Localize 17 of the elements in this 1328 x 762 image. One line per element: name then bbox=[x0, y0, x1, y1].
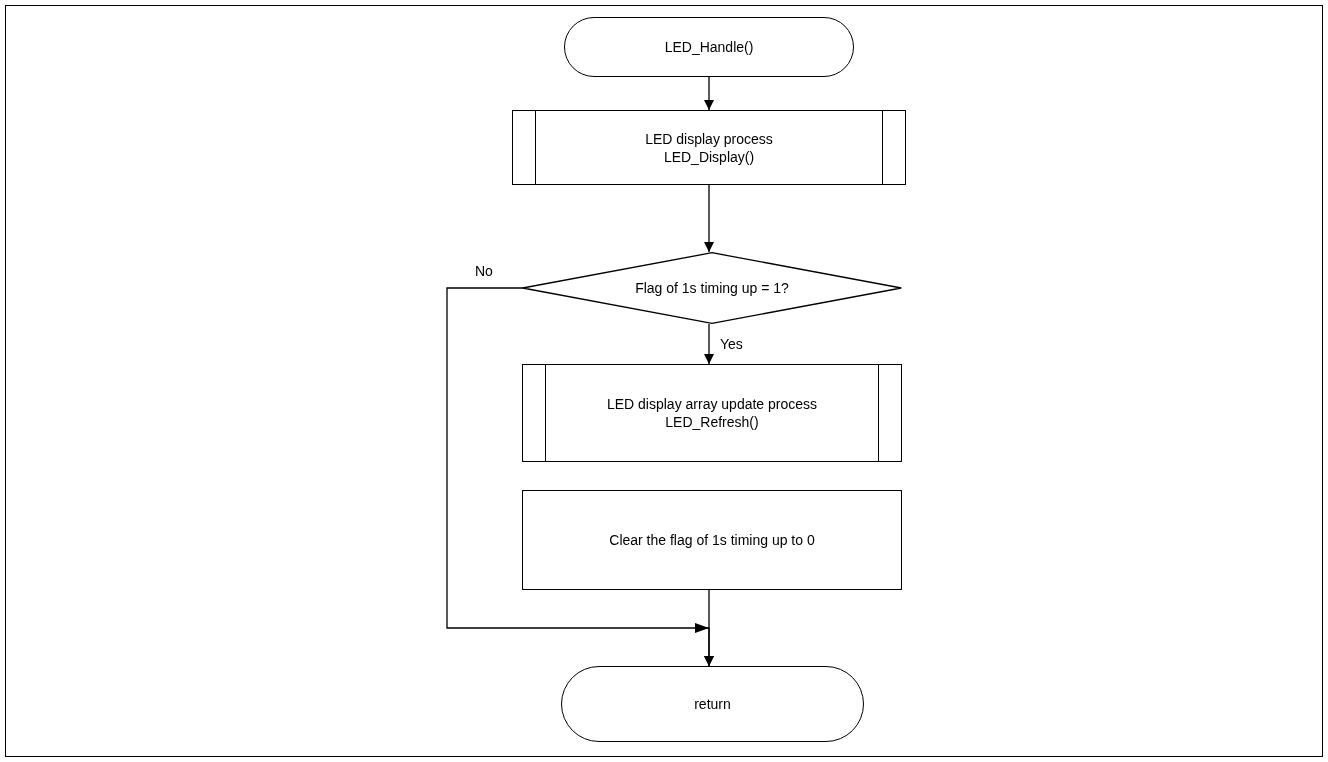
node-text: Clear the flag of 1s timing up to 0 bbox=[609, 531, 815, 549]
node-text: LED display process LED_Display() bbox=[644, 129, 774, 166]
decision-diamond bbox=[522, 252, 902, 324]
node-text: Flag of 1s timing up = 1? bbox=[635, 279, 789, 297]
arrow bbox=[704, 323, 714, 365]
process-box bbox=[522, 490, 902, 590]
terminal-box bbox=[564, 17, 854, 77]
edge-label: Yes bbox=[719, 337, 744, 351]
subprocess-box bbox=[522, 364, 902, 462]
arrow bbox=[704, 76, 714, 111]
node-text: return bbox=[694, 695, 731, 713]
subprocess-box bbox=[512, 110, 906, 185]
node-text: LED display array update process LED_Refresh() bbox=[605, 395, 819, 431]
arrow bbox=[704, 184, 714, 253]
node-text: LED_Handle() bbox=[664, 38, 754, 56]
arrow bbox=[446, 287, 714, 667]
edge-label: No bbox=[474, 264, 494, 278]
